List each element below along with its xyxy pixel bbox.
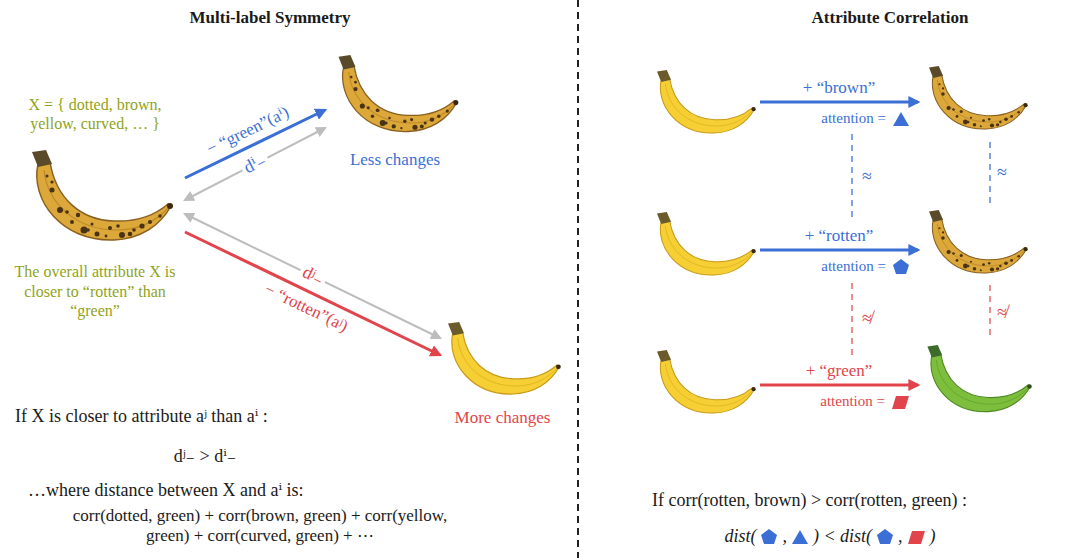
- annotation-text: ≈: [862, 166, 872, 188]
- attention-row: attention =: [760, 110, 910, 127]
- annotation-text: ,: [898, 526, 903, 547]
- dashed-connector: [989, 285, 991, 340]
- annotation-text: dist(: [724, 526, 756, 547]
- annotation-text: ≉: [862, 308, 872, 330]
- triangle-symbol: [791, 529, 809, 545]
- node-caption: More changes: [455, 408, 551, 428]
- node-caption: X = { dotted, brown, yellow, curved, … }: [5, 95, 185, 133]
- node-caption: Less changes: [350, 150, 440, 170]
- arrow: [760, 249, 918, 252]
- banana: [32, 150, 173, 240]
- banana-image: [648, 205, 760, 285]
- banana: [448, 322, 561, 394]
- banana-image: [648, 62, 760, 142]
- dashed-guide: [851, 134, 853, 222]
- annotation-text: ,: [782, 526, 787, 547]
- edge-label: ≈: [997, 162, 1007, 184]
- annotation-text: attention =: [821, 258, 886, 275]
- dashed-guide: [851, 283, 853, 358]
- annotation-text: …where distance between X and aⁱ is:: [28, 480, 304, 502]
- annotation-text: attention =: [821, 110, 886, 127]
- arrow: [760, 101, 918, 104]
- panel-title: Attribute Correlation: [760, 8, 1020, 28]
- edge-label: + “rotten”: [805, 226, 874, 246]
- annotation-text: attention =: [820, 393, 885, 410]
- banana: [929, 66, 1028, 129]
- edge-label: − “green”(aⁱ): [204, 102, 293, 159]
- annotation-text: ) < dist(: [813, 526, 872, 547]
- banana-image: More changes: [440, 318, 565, 428]
- annotation-text: dʲ₋ > dⁱ₋: [135, 446, 275, 468]
- edge-label: dⁱ₋: [238, 148, 273, 180]
- edge-label: + “brown”: [803, 78, 875, 98]
- banana: [657, 350, 756, 413]
- banana: [929, 210, 1028, 273]
- distance-row: dist( , ) < dist( , ): [650, 526, 1010, 547]
- arrow: [185, 232, 440, 355]
- triangle-symbol: [892, 111, 910, 127]
- pentagon-symbol: [876, 528, 894, 545]
- attention-row: attention =: [760, 393, 910, 410]
- parallelogram-symbol: [907, 529, 926, 545]
- banana-image: [918, 203, 1030, 285]
- panel-divider: [577, 0, 579, 558]
- banana-image: Less changes: [325, 52, 465, 170]
- arrow: [185, 214, 440, 338]
- attention-row: attention =: [760, 258, 910, 275]
- banana-image: [918, 340, 1033, 422]
- pentagon-symbol: [760, 528, 778, 545]
- banana-image: [918, 62, 1030, 142]
- dashed-connector: [989, 142, 991, 203]
- banana: [339, 55, 459, 132]
- annotation-text: If corr(rotten, brown) > corr(rotten, gr…: [652, 490, 967, 512]
- annotation-text: corr(dotted, green) + corr(brown, green)…: [60, 506, 460, 545]
- banana: [657, 212, 756, 275]
- node-caption: The overall attribute X is closer to “ro…: [5, 262, 185, 320]
- annotation-text: ): [930, 526, 936, 547]
- annotation-text: If X is closer to attribute aʲ than aⁱ :: [15, 406, 268, 428]
- banana-image: [648, 343, 760, 423]
- edge-label: dʲ₋: [296, 260, 330, 291]
- banana: [927, 345, 1031, 412]
- edge-label: − “rotten”(aʲ): [261, 279, 351, 337]
- panel-title: Multi-label Symmetry: [140, 8, 400, 28]
- arrow: [760, 384, 918, 387]
- parallelogram-symbol: [891, 394, 910, 410]
- edge-label: ≉: [997, 302, 1007, 324]
- banana: [657, 70, 756, 133]
- edge-label: + “green”: [806, 361, 873, 381]
- banana-image: X = { dotted, brown, yellow, curved, … }…: [5, 95, 185, 320]
- pentagon-symbol: [892, 258, 910, 275]
